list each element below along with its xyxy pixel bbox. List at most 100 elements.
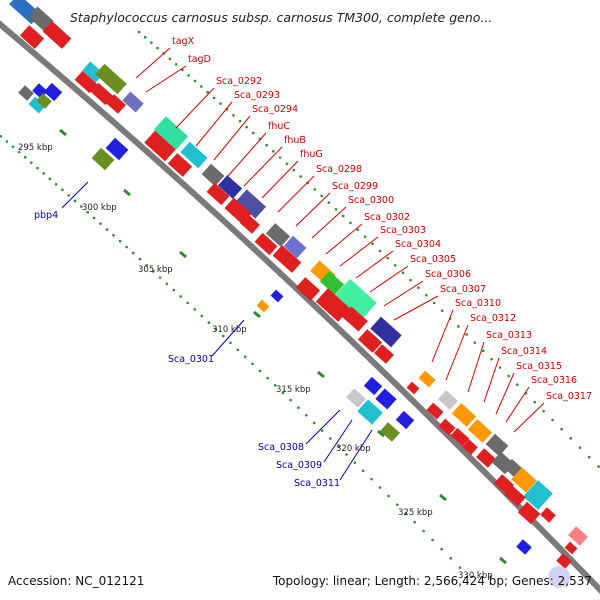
gene-label-forward[interactable]: tagX xyxy=(172,36,195,47)
gene-box[interactable] xyxy=(82,61,104,83)
gene-box[interactable] xyxy=(43,82,63,102)
gene-box[interactable] xyxy=(105,137,129,161)
gene-box[interactable] xyxy=(18,85,34,101)
gene-box[interactable] xyxy=(335,278,377,320)
gene-label-forward[interactable]: Sca_0306 xyxy=(425,269,471,280)
gene-box[interactable] xyxy=(315,288,351,322)
gene-features[interactable] xyxy=(9,0,588,569)
gene-label-forward[interactable]: Sca_0300 xyxy=(348,195,394,206)
gene-box[interactable] xyxy=(357,329,383,353)
gene-label-forward[interactable]: fhuC xyxy=(268,121,290,132)
gene-label-forward[interactable]: Sca_0316 xyxy=(531,375,577,386)
gene-box[interactable] xyxy=(206,182,230,206)
gene-box[interactable] xyxy=(201,163,225,187)
gene-box[interactable] xyxy=(564,541,578,555)
gene-box[interactable] xyxy=(153,116,189,150)
gene-box[interactable] xyxy=(28,6,54,32)
gene-box[interactable] xyxy=(270,289,284,303)
gene-box[interactable] xyxy=(122,91,144,113)
gene-box[interactable] xyxy=(418,370,436,388)
gene-box[interactable] xyxy=(90,82,114,106)
gene-box[interactable] xyxy=(451,403,477,427)
gene-box[interactable] xyxy=(375,388,397,410)
gene-box[interactable] xyxy=(406,381,420,395)
gene-box[interactable] xyxy=(568,526,588,546)
gene-label-forward[interactable]: Sca_0304 xyxy=(395,239,441,250)
gene-label-forward[interactable]: Sca_0292 xyxy=(216,76,262,87)
gene-label-forward[interactable]: Sca_0310 xyxy=(455,298,501,309)
track-dot xyxy=(238,119,242,123)
gene-box[interactable] xyxy=(516,539,532,555)
gene-box[interactable] xyxy=(217,175,243,199)
gene-box[interactable] xyxy=(426,402,444,420)
gene-box[interactable] xyxy=(504,485,526,507)
gene-label-forward[interactable]: Sca_0312 xyxy=(470,313,516,324)
gene-box[interactable] xyxy=(511,467,537,493)
gene-label-forward[interactable]: Sca_0299 xyxy=(332,181,378,192)
gene-box[interactable] xyxy=(272,245,302,273)
gene-box[interactable] xyxy=(494,474,514,494)
gene-box[interactable] xyxy=(374,344,394,364)
gene-label-reverse[interactable]: Sca_0308 xyxy=(258,442,304,453)
gene-box[interactable] xyxy=(540,507,556,523)
gene-label-reverse[interactable]: Sca_0311 xyxy=(294,478,340,489)
track-dot xyxy=(349,221,352,225)
gene-label-forward[interactable]: Sca_0307 xyxy=(440,284,486,295)
gene-label-forward[interactable]: tagD xyxy=(188,54,211,65)
gene-box[interactable] xyxy=(265,223,291,247)
gene-box[interactable] xyxy=(319,271,345,295)
gene-box[interactable] xyxy=(380,422,400,442)
gene-box[interactable] xyxy=(467,419,493,443)
gene-label-forward[interactable]: Sca_0314 xyxy=(501,346,547,357)
gene-box[interactable] xyxy=(485,433,509,457)
gene-box[interactable] xyxy=(19,25,45,49)
gene-box[interactable] xyxy=(254,232,278,256)
gene-label-forward[interactable]: fhuB xyxy=(284,135,306,146)
gene-box[interactable] xyxy=(224,197,252,225)
gene-box[interactable] xyxy=(106,94,126,114)
gene-box[interactable] xyxy=(556,553,572,569)
gene-box[interactable] xyxy=(180,141,208,169)
gene-box[interactable] xyxy=(95,63,127,95)
gene-label-forward[interactable]: Sca_0302 xyxy=(364,212,410,223)
gene-label-forward[interactable]: Sca_0315 xyxy=(516,361,562,372)
gene-box[interactable] xyxy=(357,399,383,425)
gene-label-forward[interactable]: Sca_0298 xyxy=(316,164,362,175)
gene-box[interactable] xyxy=(42,21,72,49)
gene-label-reverse[interactable]: pbp4 xyxy=(34,210,58,221)
gene-box[interactable] xyxy=(235,189,267,219)
gene-label-forward[interactable]: Sca_0293 xyxy=(234,90,280,101)
gene-label-forward[interactable]: Sca_0317 xyxy=(546,391,592,402)
gene-box[interactable] xyxy=(450,427,470,447)
gene-box[interactable] xyxy=(476,448,496,468)
gene-box[interactable] xyxy=(438,418,456,436)
gene-box[interactable] xyxy=(74,70,98,94)
gene-box[interactable] xyxy=(91,147,115,171)
zoom-handle[interactable] xyxy=(548,566,570,588)
gene-label-forward[interactable]: Sca_0305 xyxy=(410,254,456,265)
gene-box[interactable] xyxy=(342,306,368,332)
gene-box[interactable] xyxy=(438,390,458,410)
gene-box[interactable] xyxy=(256,299,270,313)
gene-label-forward[interactable]: Sca_0313 xyxy=(486,330,532,341)
gene-box[interactable] xyxy=(370,316,402,348)
gene-box[interactable] xyxy=(28,96,46,114)
gene-label-forward[interactable]: fhuG xyxy=(300,149,323,160)
gene-box[interactable] xyxy=(240,214,260,234)
gene-label-reverse[interactable]: Sca_0301 xyxy=(168,354,214,365)
gene-box[interactable] xyxy=(517,501,541,525)
gene-box[interactable] xyxy=(346,388,366,408)
gene-box[interactable] xyxy=(523,480,553,510)
gene-box[interactable] xyxy=(295,277,321,301)
gene-box[interactable] xyxy=(395,410,415,430)
gene-box[interactable] xyxy=(283,235,307,259)
gene-label-forward[interactable]: Sca_0303 xyxy=(380,225,426,236)
gene-box[interactable] xyxy=(167,153,193,177)
gene-box[interactable] xyxy=(144,130,176,162)
gene-label-reverse[interactable]: Sca_0309 xyxy=(276,460,322,471)
gene-box[interactable] xyxy=(462,439,478,455)
gene-label-forward[interactable]: Sca_0294 xyxy=(252,104,298,115)
gene-box[interactable] xyxy=(363,376,383,396)
gene-box[interactable] xyxy=(36,93,52,109)
